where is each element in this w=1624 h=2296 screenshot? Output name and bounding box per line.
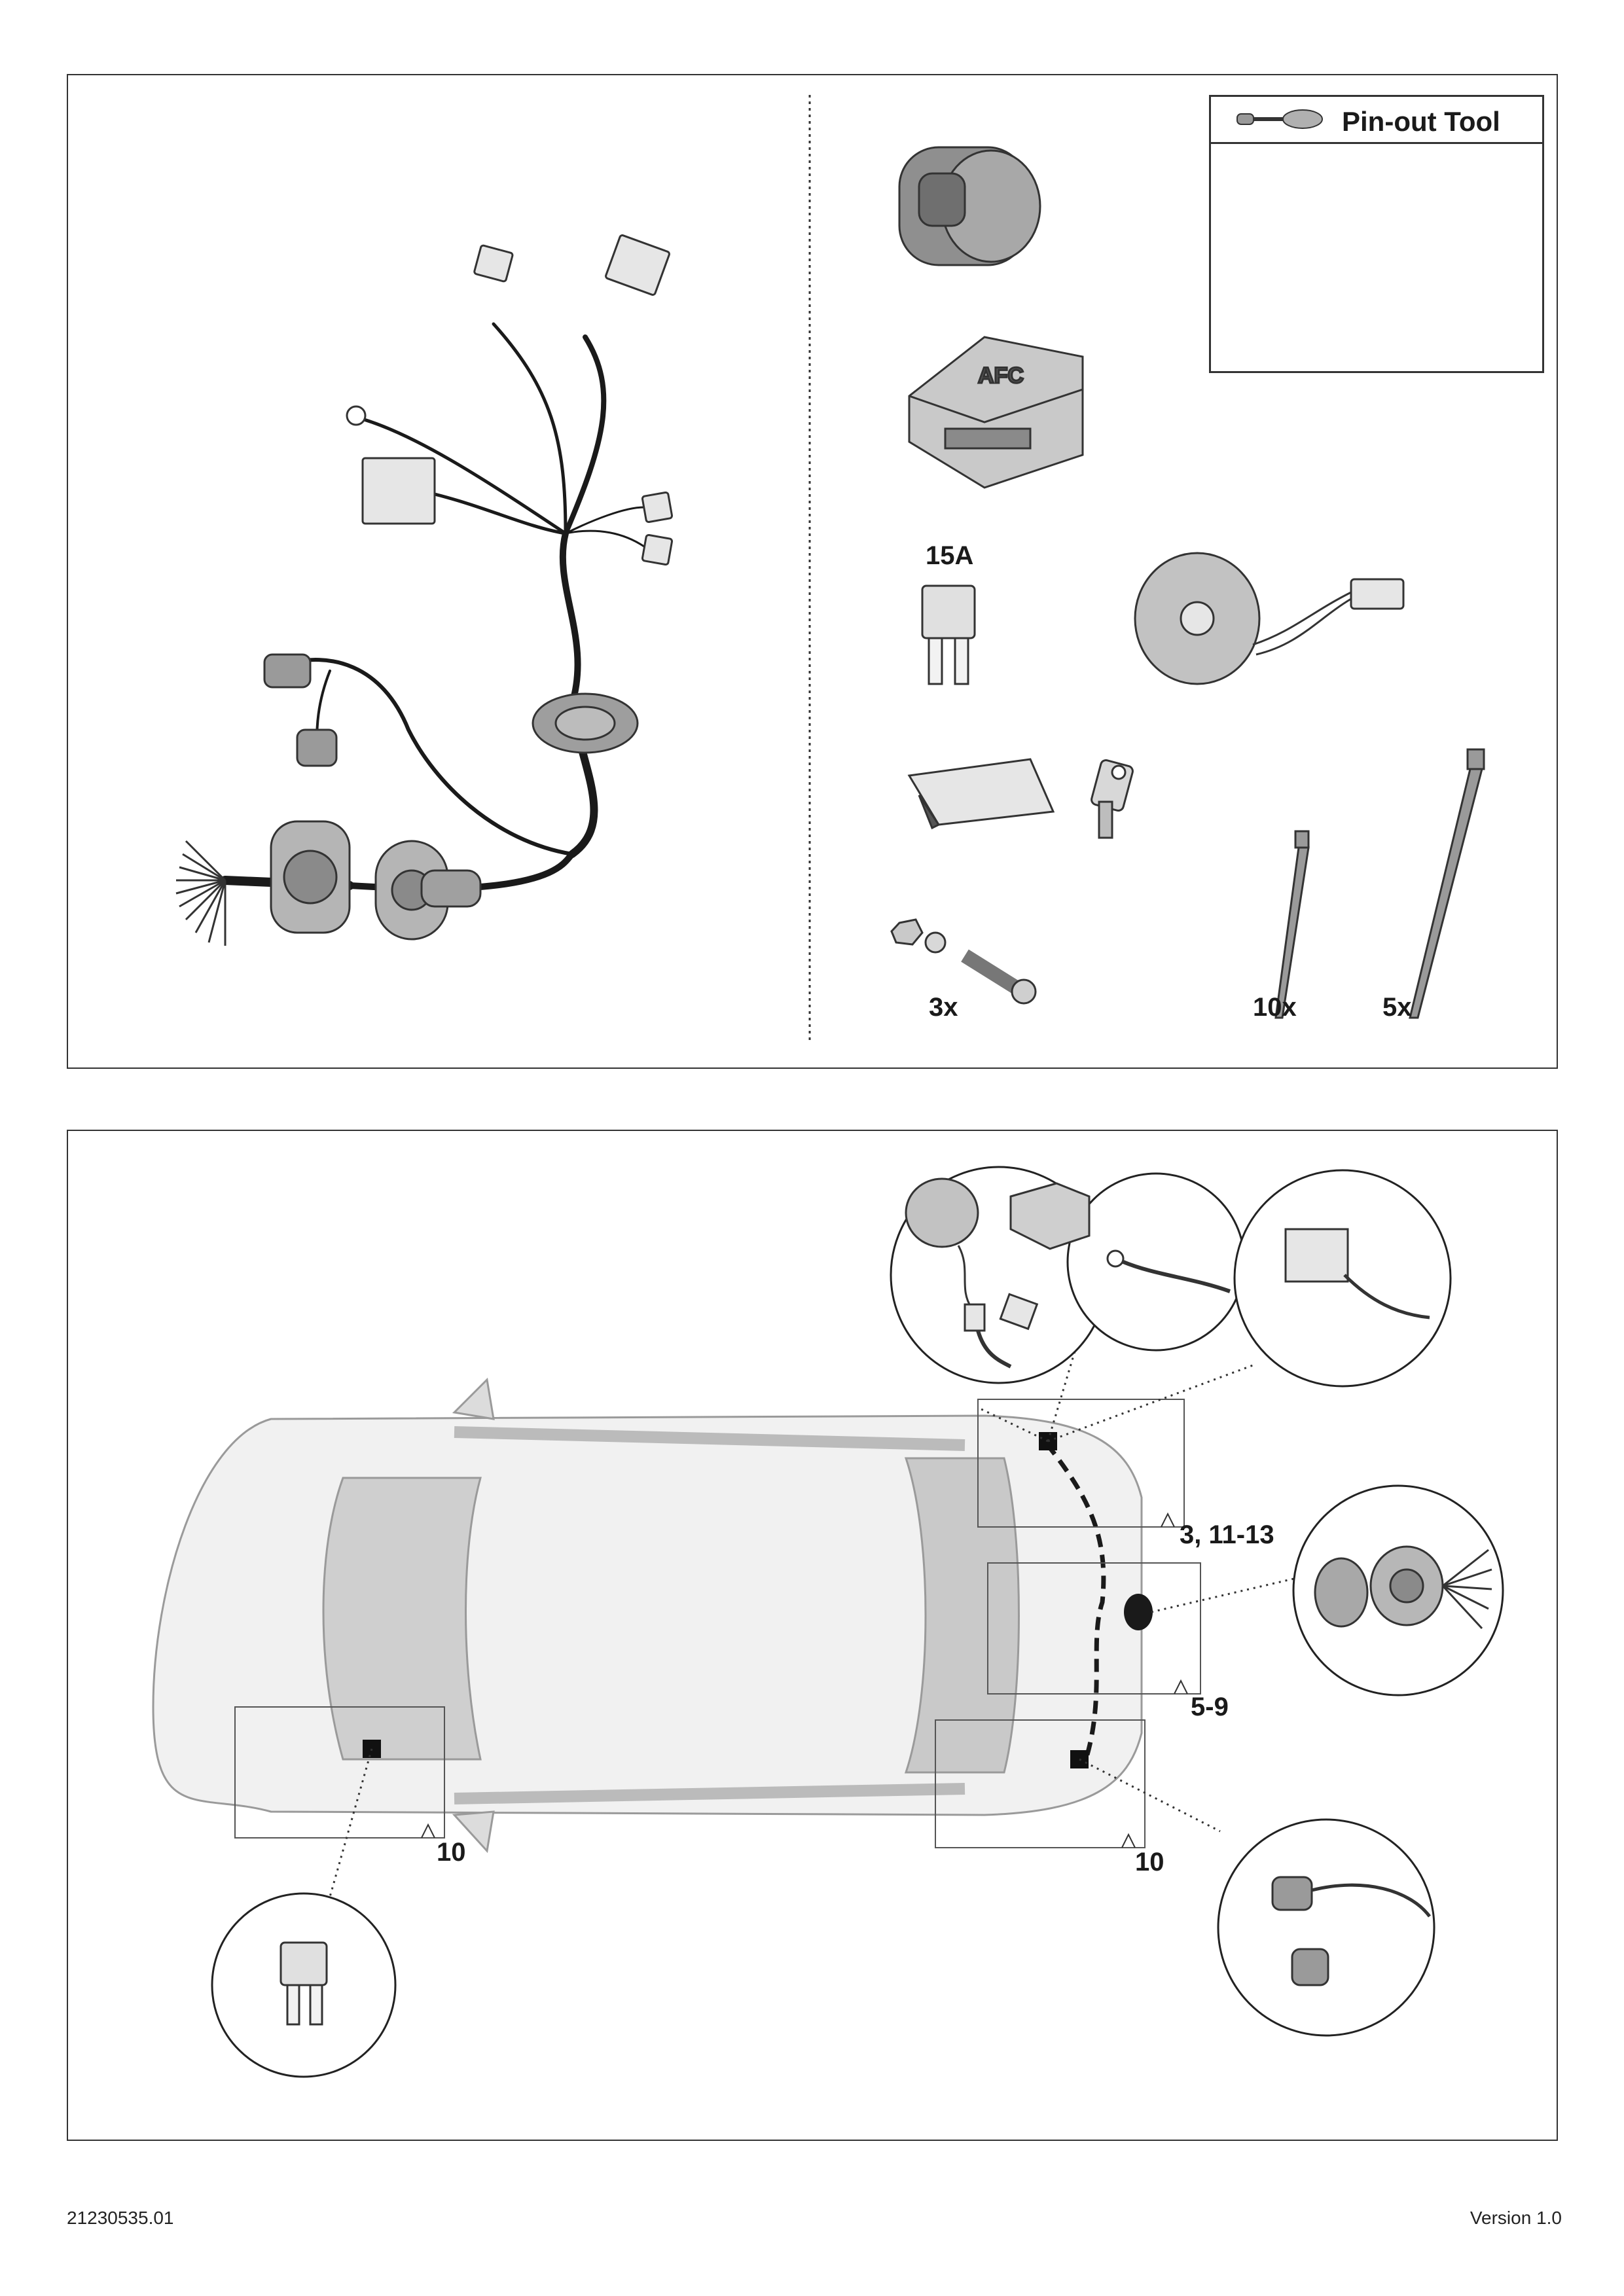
document-number: 21230535.01 — [67, 2208, 174, 2228]
pinout-tool-box: Pin-out Tool — [1209, 95, 1544, 373]
large-tie-quantity-label: 5x — [1382, 993, 1412, 1022]
trailer-socket — [898, 146, 1041, 266]
wire-fanout — [175, 840, 226, 946]
harness-connectors — [263, 234, 674, 767]
fuse-15a — [921, 584, 976, 685]
cable-route — [1045, 1442, 1106, 1762]
bolt-set — [890, 918, 1037, 1005]
led-module: AFC — [908, 336, 1084, 489]
ring-terminal — [1091, 759, 1134, 839]
fuse-rating-label: 15A — [926, 541, 974, 570]
components-panel: AFC — [67, 74, 1558, 1069]
reference-brackets — [421, 1512, 1188, 1848]
car-top-view — [152, 1377, 1143, 1854]
detail-buzzer-module — [905, 1177, 1091, 1369]
components-illustration: AFC — [175, 95, 1518, 1044]
wiring-harness — [221, 322, 645, 893]
detail-socket-plate — [1314, 1545, 1492, 1630]
installation-illustration — [152, 1166, 1504, 2078]
pinout-tool-title: Pin-out Tool — [1342, 106, 1500, 137]
reference-rear-left: 3, 11-13 — [1180, 1520, 1274, 1549]
installation-panel: 3, 11-13 5-9 10 10 — [67, 1130, 1558, 2141]
reference-front: 10 — [437, 1838, 466, 1867]
socket-plate — [270, 820, 482, 941]
bolt-quantity-label: 3x — [929, 993, 958, 1022]
adhesive-pad — [907, 758, 1055, 830]
callout-boxes — [234, 1399, 1201, 1848]
reference-rear-center: 5-9 — [1191, 1693, 1229, 1721]
pinout-tool-header: Pin-out Tool — [1211, 97, 1542, 144]
detail-ground-terminal — [1106, 1249, 1231, 1293]
small-tie-quantity-label: 10x — [1253, 993, 1297, 1022]
version-label: Version 1.0 — [1470, 2208, 1562, 2228]
pinout-tool-icon — [1236, 109, 1323, 129]
socket-mount-point — [1124, 1594, 1153, 1630]
cable-ties — [1274, 748, 1485, 1019]
detail-fuse — [280, 1941, 328, 2026]
detail-connector-block — [1284, 1228, 1430, 1319]
detail-light-connectors — [1271, 1876, 1431, 1986]
reference-rear-right: 10 — [1135, 1848, 1164, 1876]
svg-text:AFC: AFC — [978, 363, 1024, 388]
buzzer — [1134, 552, 1405, 685]
leader-lines — [329, 1346, 1306, 1897]
